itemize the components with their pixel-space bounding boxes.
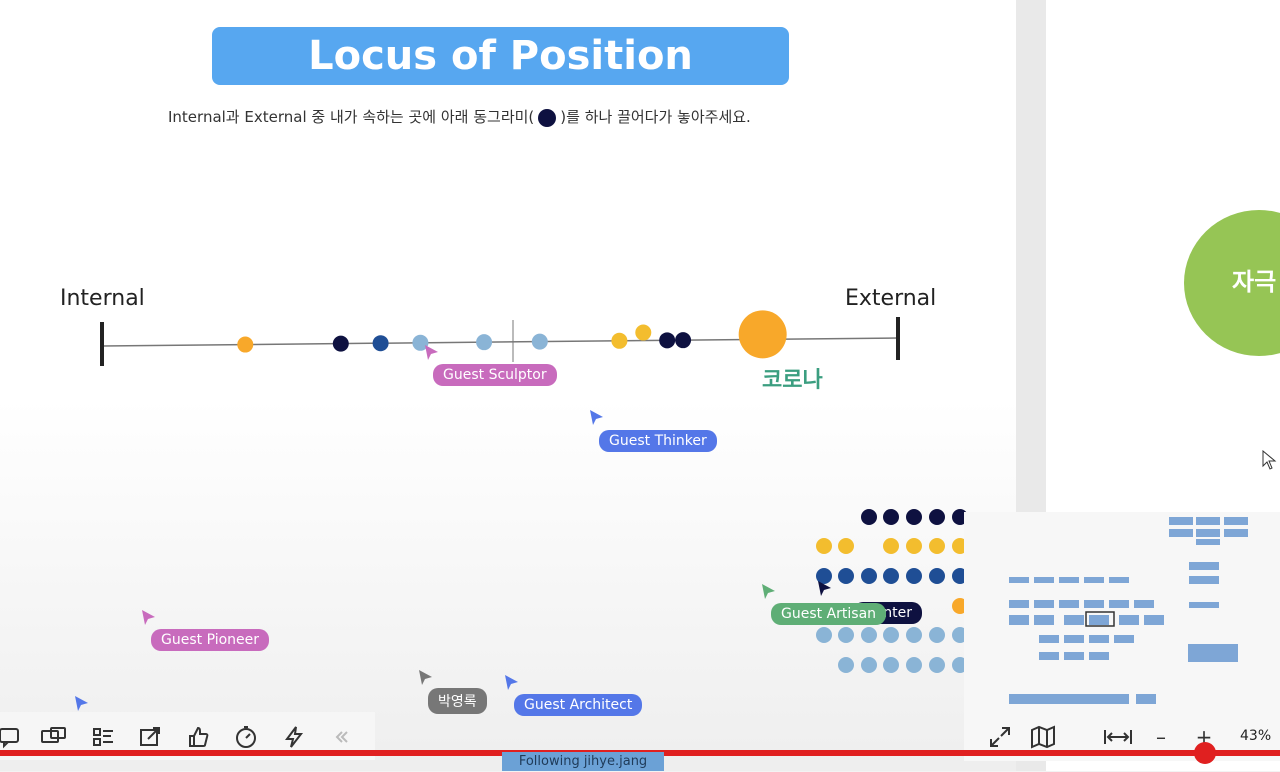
collapse-toolbar-button[interactable] [327, 722, 357, 752]
draggable-dot[interactable] [838, 627, 854, 643]
draggable-dot[interactable] [883, 509, 899, 525]
share-screen-icon [140, 727, 160, 746]
reaction-button[interactable] [183, 722, 213, 752]
map-toggle-button[interactable] [1029, 722, 1057, 752]
dot-pile [816, 509, 968, 673]
draggable-dot[interactable] [906, 538, 922, 554]
axis-dot[interactable] [635, 324, 652, 341]
cursor-arrow-icon [590, 410, 603, 425]
frames-list-button[interactable] [88, 722, 118, 752]
draggable-dot[interactable] [929, 568, 945, 584]
draggable-dot[interactable] [838, 568, 854, 584]
draggable-dot[interactable] [838, 538, 854, 554]
following-banner[interactable]: Following jihye.jang [502, 752, 664, 771]
axis-dot[interactable] [675, 332, 692, 349]
corona-annotation[interactable]: 코로나 [762, 368, 823, 393]
draggable-dot[interactable] [906, 657, 922, 673]
draggable-dot[interactable] [906, 509, 922, 525]
minimap-thumbnails [1009, 517, 1248, 704]
collapse-chevrons-icon [335, 731, 348, 743]
draggable-dot[interactable] [929, 627, 945, 643]
collaborator-tag-thinker: Guest Thinker [599, 430, 717, 452]
axis-dot[interactable] [332, 335, 349, 352]
collaborator-tag-architect: Guest Architect [514, 694, 643, 716]
zoom-level[interactable]: 43% [1240, 728, 1272, 744]
lightning-button[interactable] [279, 722, 309, 752]
draggable-dot[interactable] [883, 538, 899, 554]
expand-icon [990, 727, 1010, 747]
instruction-before: Internal과 External 중 내가 속하는 곳에 아래 동그라미( [168, 108, 535, 126]
draggable-dot[interactable] [929, 657, 945, 673]
draggable-dot[interactable] [929, 538, 945, 554]
cursor-arrow-icon [142, 610, 155, 625]
collaborator-tag-artisan: Guest Artisan [771, 603, 887, 625]
minimap[interactable] [964, 512, 1280, 717]
timer-icon [236, 726, 256, 748]
timer-button[interactable] [231, 722, 261, 752]
draggable-dot[interactable] [883, 657, 899, 673]
mouse-pointer-icon [1262, 450, 1277, 470]
axis-dot[interactable] [738, 310, 787, 359]
comment-button[interactable] [0, 722, 24, 752]
collaborator-tag-sculptor: Guest Sculptor [433, 364, 557, 386]
minimap-viewport [1085, 611, 1115, 627]
axis-right-label: External [845, 286, 937, 311]
chat-button[interactable] [39, 722, 69, 752]
lightning-icon [285, 726, 304, 748]
draggable-dot[interactable] [883, 627, 899, 643]
axis-dots [237, 310, 787, 359]
collaborator-tag-park: 박영록 [428, 688, 487, 714]
share-screen-button[interactable] [135, 722, 165, 752]
cursor-arrow-icon [419, 670, 432, 685]
title-banner[interactable]: Locus of Position [212, 27, 789, 85]
page-title: Locus of Position [308, 33, 693, 79]
collaborator-tag-pioneer: Guest Pioneer [151, 629, 270, 651]
side-circle-label: 자극 [1232, 268, 1277, 296]
fullscreen-button[interactable] [986, 722, 1014, 752]
draggable-dot[interactable] [883, 568, 899, 584]
cursor-arrow-icon [762, 584, 775, 599]
draggable-dot[interactable] [906, 568, 922, 584]
axis-left-label: Internal [60, 286, 145, 311]
comment-icon [0, 728, 19, 749]
cursor-arrow-icon [505, 675, 518, 690]
draggable-dot[interactable] [861, 657, 877, 673]
thumbs-up-icon [189, 726, 209, 747]
frames-list-icon [93, 728, 113, 746]
axis-dot[interactable] [412, 334, 429, 351]
zoom-out-button[interactable]: – [1156, 725, 1166, 749]
axis-dot[interactable] [237, 336, 254, 353]
video-progress-knob[interactable] [1194, 742, 1216, 764]
axis-dot[interactable] [531, 333, 548, 350]
draggable-dot[interactable] [861, 509, 877, 525]
cursor-arrow-icon [818, 581, 831, 596]
axis-dot[interactable] [611, 332, 628, 349]
draggable-dot[interactable] [816, 568, 832, 584]
draggable-dot[interactable] [816, 627, 832, 643]
cursor-arrow-icon [425, 345, 438, 360]
map-icon [1031, 725, 1055, 749]
draggable-dot[interactable] [816, 538, 832, 554]
draggable-dot[interactable] [929, 509, 945, 525]
draggable-dot[interactable] [861, 627, 877, 643]
fit-width-icon [1104, 730, 1132, 744]
fit-width-button[interactable] [1103, 722, 1133, 752]
instruction-after: )를 하나 끌어다가 놓아주세요. [560, 108, 751, 126]
draggable-dot[interactable] [838, 657, 854, 673]
axis-dot[interactable] [659, 332, 676, 349]
chat-icon [41, 727, 66, 743]
navy-dot-icon [538, 108, 557, 127]
draggable-dot[interactable] [906, 627, 922, 643]
axis-dot[interactable] [476, 334, 493, 351]
instruction-text: Internal과 External 중 내가 속하는 곳에 아래 동그라미()… [168, 106, 751, 127]
axis-dot[interactable] [372, 335, 389, 352]
cursor-arrow-icon [75, 696, 88, 711]
draggable-dot[interactable] [861, 568, 877, 584]
